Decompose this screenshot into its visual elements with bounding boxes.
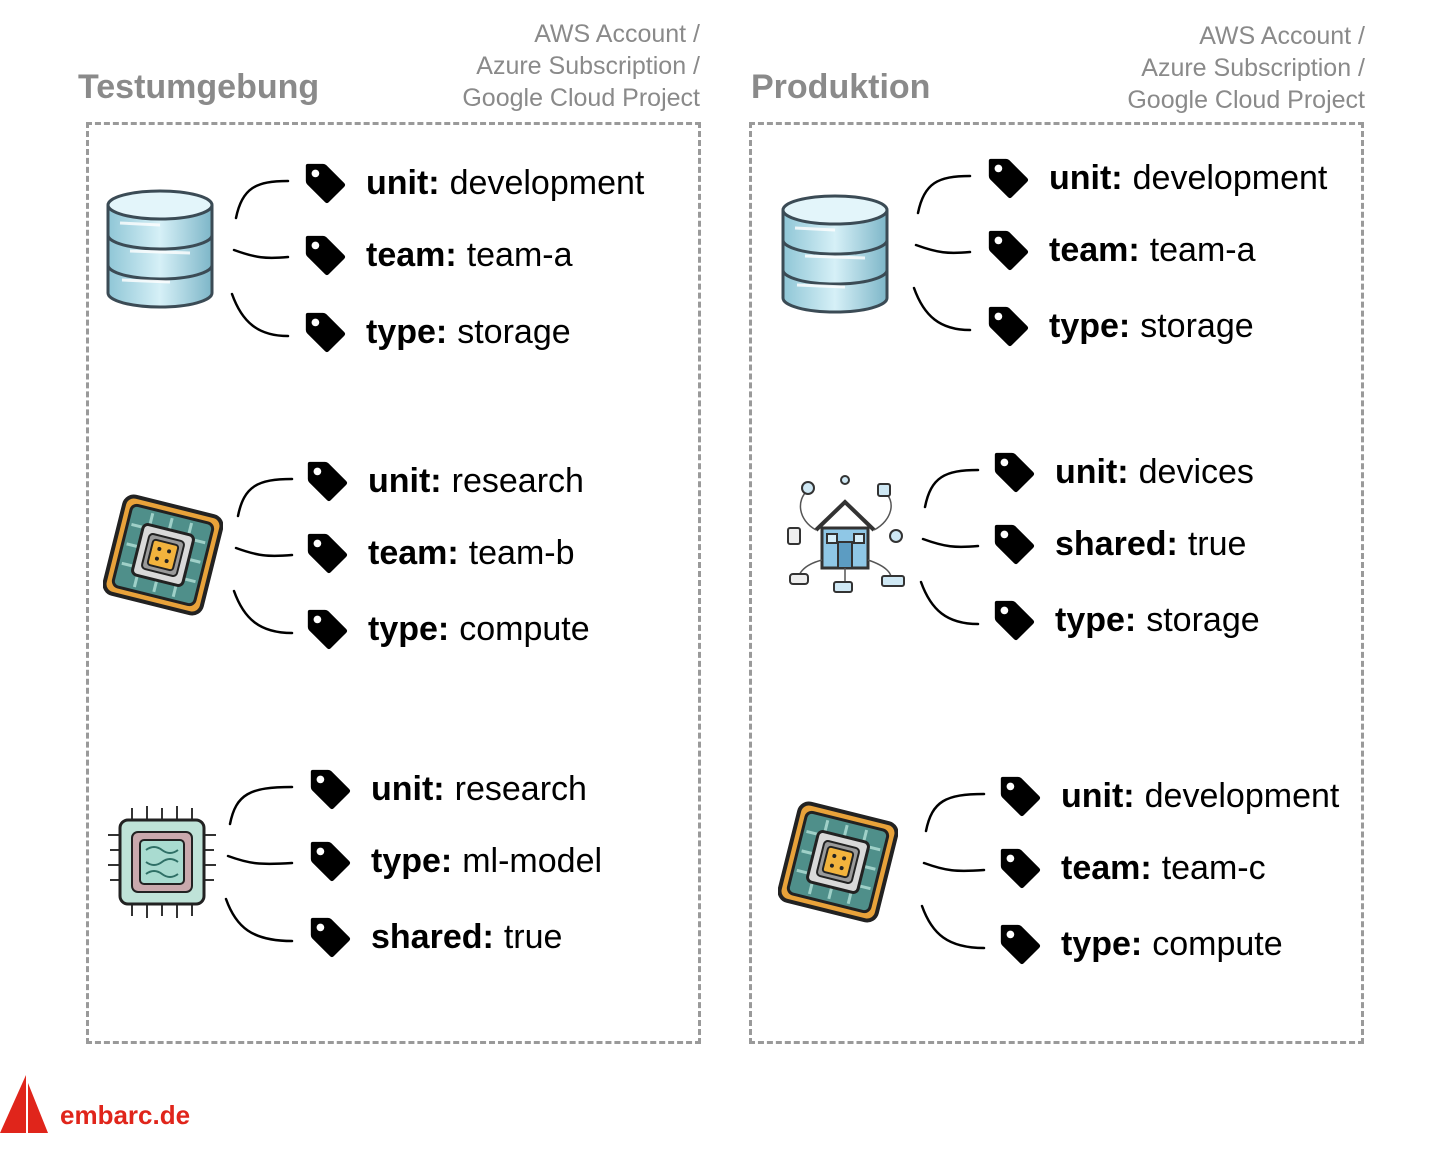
- tag-key: type:: [1061, 924, 1143, 963]
- tag-key: shared:: [371, 917, 494, 956]
- account-line-azure: Azure Subscription /: [476, 52, 700, 80]
- tag-icon: [991, 597, 1037, 643]
- account-line-gcp: Google Cloud Project: [1127, 86, 1365, 114]
- tag-icon: [304, 458, 350, 504]
- tag-key: team:: [368, 533, 459, 572]
- tag-row: team:team-a: [302, 230, 573, 280]
- tag-value: team-c: [1161, 848, 1266, 887]
- tag-icon: [997, 773, 1043, 819]
- tag-key: type:: [366, 312, 448, 351]
- tag-key: type:: [368, 609, 450, 648]
- tag-value: storage: [1140, 306, 1254, 345]
- tag-key: unit:: [1061, 776, 1135, 815]
- tag-icon: [985, 155, 1031, 201]
- tag-value: true: [503, 917, 563, 956]
- tag-row: unit:devices: [991, 447, 1254, 497]
- tag-row: type:compute: [997, 919, 1283, 969]
- tag-value: team-a: [466, 235, 573, 274]
- tag-value: storage: [457, 312, 571, 351]
- tag-key: unit:: [1055, 452, 1129, 491]
- tag-key: unit:: [371, 769, 445, 808]
- tag-row: type:ml-model: [307, 836, 602, 886]
- tag-row: unit:development: [997, 771, 1339, 821]
- tag-row: unit:development: [985, 153, 1327, 203]
- tag-row: unit:research: [304, 456, 584, 506]
- tag-row: type:compute: [304, 604, 590, 654]
- embarc-logo-icon: [0, 1075, 48, 1133]
- tag-value: compute: [1152, 924, 1283, 963]
- account-label-prod: AWS Account / Azure Subscription / Googl…: [1127, 20, 1365, 116]
- tag-key: type:: [371, 841, 453, 880]
- tag-value: true: [1187, 524, 1247, 563]
- env-box-test: [86, 122, 701, 1044]
- tag-row: team:team-c: [997, 843, 1266, 893]
- tag-row: team:team-a: [985, 225, 1256, 275]
- smart-home-icon: [778, 470, 913, 600]
- tag-row: type:storage: [991, 595, 1260, 645]
- tag-value: research: [454, 769, 587, 808]
- account-label-test: AWS Account / Azure Subscription / Googl…: [462, 18, 700, 114]
- tag-icon: [302, 232, 348, 278]
- tag-icon: [304, 606, 350, 652]
- embarc-logo-text: embarc.de: [60, 1100, 191, 1130]
- embarc-logo: embarc.de: [0, 1075, 190, 1133]
- tag-key: team:: [1049, 230, 1140, 269]
- tag-icon: [307, 838, 353, 884]
- tag-key: type:: [1049, 306, 1131, 345]
- tag-key: team:: [1061, 848, 1152, 887]
- tag-row: unit:development: [302, 158, 644, 208]
- tag-row: unit:research: [307, 764, 587, 814]
- tag-row: team:team-b: [304, 528, 575, 578]
- tag-value: development: [1132, 158, 1328, 197]
- account-line-aws: AWS Account /: [534, 20, 700, 48]
- account-line-azure: Azure Subscription /: [1141, 54, 1365, 82]
- tag-icon: [985, 303, 1031, 349]
- tag-value: development: [1144, 776, 1340, 815]
- database-icon: [775, 190, 895, 325]
- tag-key: team:: [366, 235, 457, 274]
- tag-icon: [307, 914, 353, 960]
- tag-value: ml-model: [462, 841, 603, 880]
- account-line-aws: AWS Account /: [1199, 22, 1365, 50]
- tag-value: research: [451, 461, 584, 500]
- tag-row: shared:true: [307, 912, 562, 962]
- tag-icon: [991, 521, 1037, 567]
- tag-row: type:storage: [985, 301, 1254, 351]
- env-title-test: Testumgebung: [78, 68, 320, 106]
- tag-key: shared:: [1055, 524, 1178, 563]
- cpu-chip-icon: [777, 800, 899, 930]
- tag-key: unit:: [1049, 158, 1123, 197]
- tag-icon: [997, 921, 1043, 967]
- tag-value: compute: [459, 609, 590, 648]
- tag-value: development: [449, 163, 645, 202]
- tag-value: devices: [1138, 452, 1254, 491]
- tag-key: type:: [1055, 600, 1137, 639]
- tag-icon: [302, 309, 348, 355]
- database-icon: [100, 185, 220, 320]
- tag-key: unit:: [366, 163, 440, 202]
- tag-icon: [991, 449, 1037, 495]
- cpu-chip-icon: [102, 493, 224, 623]
- account-line-gcp: Google Cloud Project: [462, 84, 700, 112]
- tag-row: type:storage: [302, 307, 571, 357]
- tag-icon: [985, 227, 1031, 273]
- env-title-prod: Produktion: [751, 68, 931, 106]
- tag-icon: [304, 530, 350, 576]
- env-box-prod: [749, 122, 1364, 1044]
- tag-icon: [302, 160, 348, 206]
- tag-value: storage: [1146, 600, 1260, 639]
- tag-row: shared:true: [991, 519, 1246, 569]
- tag-icon: [307, 766, 353, 812]
- tag-key: unit:: [368, 461, 442, 500]
- tag-value: team-b: [468, 533, 575, 572]
- tag-icon: [997, 845, 1043, 891]
- tag-value: team-a: [1149, 230, 1256, 269]
- ml-chip-icon: [102, 800, 222, 930]
